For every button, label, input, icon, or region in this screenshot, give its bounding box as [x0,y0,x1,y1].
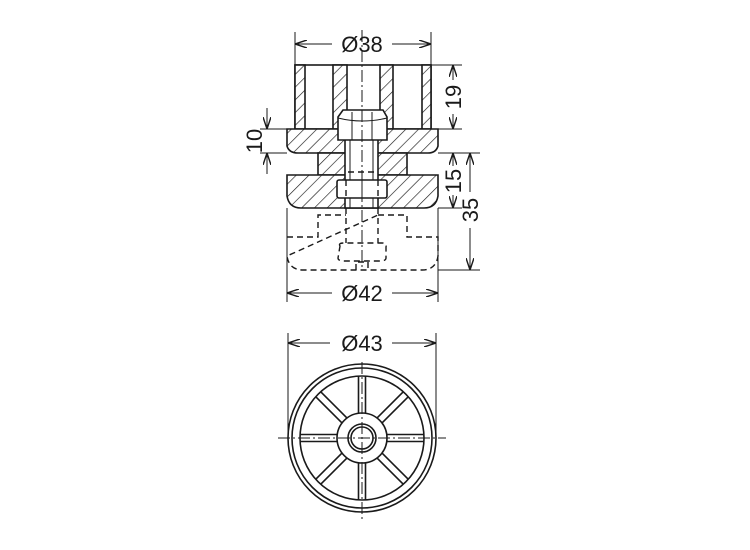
spoke-edge [320,457,348,485]
spoke-edge [376,391,404,419]
dim-cup-height: 19 [431,64,466,130]
spokes [300,376,424,500]
dim-total-height: 35 [438,154,483,271]
dim-label-19: 19 [441,85,466,109]
spoke-edge [315,396,343,424]
spoke-edge [381,396,409,424]
dim-label-15: 15 [441,169,466,193]
dim-label-10: 10 [242,129,267,153]
dim-label-38: Ø38 [341,32,383,57]
bottom-view: Ø43 [278,331,446,522]
spoke-edge [320,391,348,419]
spoke-edge [376,457,404,485]
spoke-edge [381,452,409,480]
dim-base-diameter: Ø42 [286,208,439,306]
dim-flange-thickness: 10 [242,108,295,174]
dim-label-43: Ø43 [341,331,383,356]
dim-label-42: Ø42 [341,281,383,306]
dim-outer-diameter: Ø43 [287,331,437,438]
side-view: Ø38 19 10 15 35 [242,30,483,306]
dim-top-diameter: Ø38 [294,32,432,65]
spoke-edge [315,452,343,480]
dim-label-35: 35 [458,198,483,222]
